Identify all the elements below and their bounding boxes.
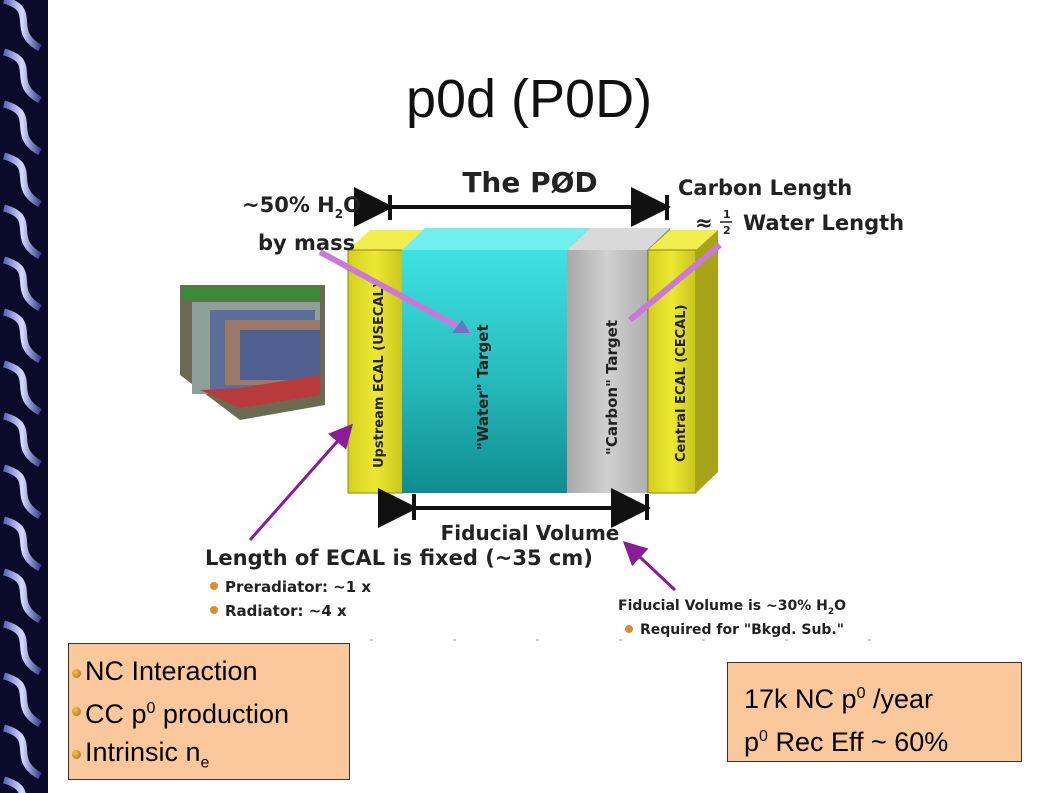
water-note-line2: by mass <box>258 231 355 255</box>
carbon-note-frac-num: 1 <box>723 208 731 221</box>
list-item-label: production <box>155 699 290 729</box>
carbon-target-label: "Carbon" Target <box>603 320 621 455</box>
fiducial-label: Fiducial Volume <box>441 521 620 545</box>
water-note: ~50% H2O by mass <box>242 193 472 336</box>
list-item-label: CC p <box>85 699 147 729</box>
rate-text: 17k NC p <box>744 684 857 714</box>
fiducial-note-o: O <box>834 598 846 614</box>
ecal-length-text: Length of ECAL is fixed (~35 cm) <box>205 546 593 570</box>
swirl-stroke <box>2 412 42 468</box>
subscript: e <box>200 754 210 772</box>
preradiator-text: Preradiator: ~1 x <box>225 578 371 596</box>
interaction-list-box: NC Interaction CC p0 production Intrinsi… <box>68 643 350 780</box>
swirl-stroke <box>2 48 42 104</box>
swirl-stroke <box>2 672 42 728</box>
bullet-icon <box>72 750 81 759</box>
swirl-stroke <box>2 100 42 156</box>
superscript: 0 <box>856 685 866 702</box>
list-item-nc: NC Interaction <box>72 652 349 690</box>
detector-inset <box>180 285 325 420</box>
fiducial-dimension: Fiducial Volume <box>378 488 651 545</box>
p0d-diagram: Upstream ECAL (USECAL) "Water" Target "C… <box>180 166 910 641</box>
swirl-stroke <box>2 360 42 416</box>
superscript: 0 <box>146 700 156 717</box>
carbon-note-frac-den: 2 <box>723 224 731 237</box>
svg-text:Fiducial Volume is ~30% H2O: Fiducial Volume is ~30% H2O <box>618 598 846 617</box>
swirl-stroke <box>2 516 42 572</box>
cecal-label: Central ECAL (CECAL) <box>674 305 689 462</box>
radiator-text: Radiator: ~4 x <box>225 602 347 620</box>
decorative-strip <box>0 0 48 793</box>
water-target-block: "Water" Target <box>402 228 590 493</box>
swirl-stroke <box>2 308 42 364</box>
carbon-note-arrow <box>628 242 722 323</box>
rec-eff-line: p0 Rec Eff ~ 60% <box>744 718 1021 761</box>
nc-rate-line: 17k NC p0 /year <box>744 675 1021 718</box>
carbon-note: Carbon Length ≈ 1 2 Water Length <box>628 176 904 323</box>
list-item-cc: CC p0 production <box>72 690 349 733</box>
swirl-stroke <box>2 152 42 208</box>
rate-summary-box: 17k NC p0 /year p0 Rec Eff ~ 60% <box>727 662 1022 762</box>
water-note-o: O <box>343 193 361 217</box>
swirl-stroke <box>2 620 42 676</box>
list-item-label: Intrinsic n <box>85 737 201 767</box>
eff-text: p <box>744 727 760 757</box>
superscript: 0 <box>759 728 768 745</box>
swirl-pattern <box>2 0 42 793</box>
water-note-sub: 2 <box>335 207 343 221</box>
carbon-note-rest: Water Length <box>743 211 904 235</box>
cecal-block: Central ECAL (CECAL) <box>647 230 718 494</box>
swirl-stroke <box>2 204 42 260</box>
list-item-intrinsic: Intrinsic ne <box>72 733 349 782</box>
fiducial-note-bullet: Required for "Bkgd. Sub." <box>640 622 844 638</box>
carbon-note-approx: ≈ <box>695 211 713 235</box>
water-note-arrow <box>318 249 472 336</box>
slide-title: p0d (P0D) <box>405 69 653 129</box>
water-target-label: "Water" Target <box>474 324 492 450</box>
carbon-note-line1: Carbon Length <box>678 176 852 200</box>
eff-text: Rec Eff ~ 60% <box>767 727 949 757</box>
swirl-stroke <box>2 464 42 520</box>
list-item-label: NC Interaction <box>85 656 258 686</box>
swirl-stroke <box>2 724 42 780</box>
fiducial-note-sub: 2 <box>828 607 834 617</box>
ecal-length-note: Length of ECAL is fixed (~35 cm) Preradi… <box>205 423 593 620</box>
bullet-icon <box>72 707 81 716</box>
swirl-stroke <box>2 256 42 312</box>
pod-dimension: The PØD <box>354 166 671 227</box>
swirl-stroke <box>2 0 42 52</box>
svg-text:~50% H2O: ~50% H2O <box>242 193 361 221</box>
bullet-icon <box>72 669 81 678</box>
swirl-stroke <box>2 568 42 624</box>
rate-text: /year <box>865 684 933 714</box>
fiducial-note: Fiducial Volume is ~30% H2O Required for… <box>618 540 846 638</box>
fiducial-note-main: Fiducial Volume is ~30% H <box>618 598 828 614</box>
pod-heading: The PØD <box>462 166 597 199</box>
usecal-label: Upstream ECAL (USECAL) <box>372 282 387 468</box>
swirl-stroke <box>2 776 26 793</box>
water-note-line1: ~50% H <box>242 193 335 217</box>
